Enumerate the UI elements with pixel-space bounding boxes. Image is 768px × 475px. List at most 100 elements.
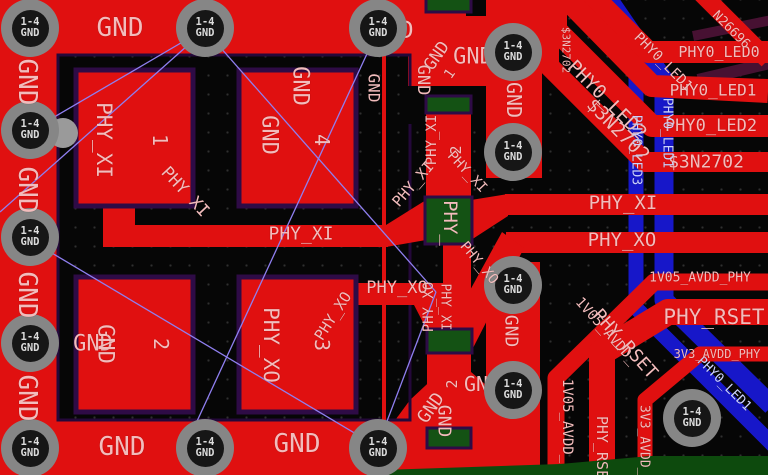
avdd3v3-vert: 3V3_AVDD_PHY (636, 405, 652, 475)
avdd1v05-h: 1V05_AVDD_PHY (649, 270, 751, 286)
via-label-size: 1-4 (682, 406, 702, 418)
xi-right: PHY_XI (588, 192, 658, 214)
gnd-top: GND (96, 13, 144, 43)
greenpad-osc[interactable] (423, 195, 474, 246)
via-label-net: GND (368, 27, 388, 39)
via-label-size: 1-4 (503, 140, 523, 152)
greenpad-2[interactable] (425, 327, 474, 355)
gnd-bottom-2: GND (273, 429, 321, 459)
gnd-left-1: GND (12, 58, 42, 106)
trace-led0[interactable] (580, 0, 768, 63)
via-label-size: 1-4 (20, 225, 40, 237)
via-label-size: 1-4 (503, 273, 523, 285)
via-label-net: GND (503, 51, 523, 63)
trace-phy-rset[interactable] (589, 299, 768, 475)
pad2-num: 2 (149, 337, 173, 351)
xi-vert-2: PHY_XI (437, 283, 453, 331)
strip-gnd-2: GND (500, 314, 522, 348)
gnd-left-4: GND (12, 374, 42, 422)
strip-gnd-1: GND (502, 81, 526, 119)
zone-gnd-topcenter2[interactable] (466, 16, 486, 88)
trace-xi-left[interactable] (103, 225, 388, 247)
via-label-net: GND (20, 236, 40, 248)
led1-h: PHY0_LED1 (669, 80, 757, 100)
trace-xi-funnel-right[interactable] (471, 194, 508, 240)
n2702-h: $3N2702 (668, 151, 744, 173)
osc-pad-net: PHY_ (439, 200, 461, 246)
pad-4-gnd[interactable] (236, 67, 359, 209)
zone-green-bottom[interactable] (382, 456, 768, 475)
pad4-net-b: GND (256, 115, 282, 155)
xo-right: PHY_XO (587, 229, 657, 251)
trace-led1[interactable] (558, 0, 768, 103)
gnd-bc-vert: GND (433, 404, 455, 438)
led3-vert: PHY0_LED3 (628, 114, 644, 186)
via-label-net: GND (20, 27, 40, 39)
n2702-vert: $3N2702 (559, 26, 573, 74)
via-label-net: GND (20, 447, 40, 459)
trace-xo-right[interactable] (506, 232, 768, 253)
trace-n26696[interactable] (695, 0, 768, 67)
via-label-net: GND (20, 129, 40, 141)
via-label-net: GND (20, 342, 40, 354)
led2-h: PHY0_LED2 (664, 116, 758, 136)
via-label-size: 1-4 (20, 331, 40, 343)
trace-xi-funnel-left[interactable] (386, 200, 426, 247)
xo-left: PHY_XO (366, 278, 428, 298)
trace-osc-link-3[interactable] (427, 353, 471, 431)
ratsnest-lines (0, 29, 437, 451)
trace-blue-thin[interactable] (688, 354, 768, 456)
avdd3v3-h: 3V3_AVDD_PHY (673, 347, 761, 361)
trace-xi-right[interactable] (505, 194, 768, 215)
via-label-net: GND (682, 417, 702, 429)
via-label-net: GND (195, 27, 215, 39)
pad2-net-b: GND (92, 324, 118, 364)
avdd1v05-vert: 1V05_AVDD_ (559, 378, 575, 464)
gnd-tc-vert: GND (413, 64, 433, 96)
trace-osc-link[interactable] (426, 112, 471, 197)
via-label-size: 1-4 (195, 436, 215, 448)
trace-3v3-avdd[interactable] (637, 346, 768, 475)
zone-gnd-topcenter[interactable] (408, 0, 466, 88)
pad1-num: 1 (148, 133, 172, 147)
pad1-net: PHY_XI (92, 102, 116, 178)
trace-1v05-avdd[interactable] (547, 273, 768, 475)
greenpad-top[interactable] (424, 0, 473, 14)
greenpad-3[interactable] (425, 426, 473, 450)
via-label-size: 1-4 (20, 118, 40, 130)
pad4-net-a: GND (287, 66, 313, 106)
trace-osc-link-2[interactable] (443, 243, 471, 333)
trace-xo-left[interactable] (356, 283, 432, 305)
pad-2-gnd[interactable] (73, 274, 196, 415)
via-label-size: 1-4 (503, 378, 523, 390)
gnd-left-3: GND (12, 271, 42, 319)
via-label-size: 1-4 (20, 16, 40, 28)
greenpad-1[interactable] (424, 94, 473, 115)
trace-n2702[interactable] (539, 0, 768, 172)
pad-3-phy-xo[interactable] (236, 274, 359, 415)
